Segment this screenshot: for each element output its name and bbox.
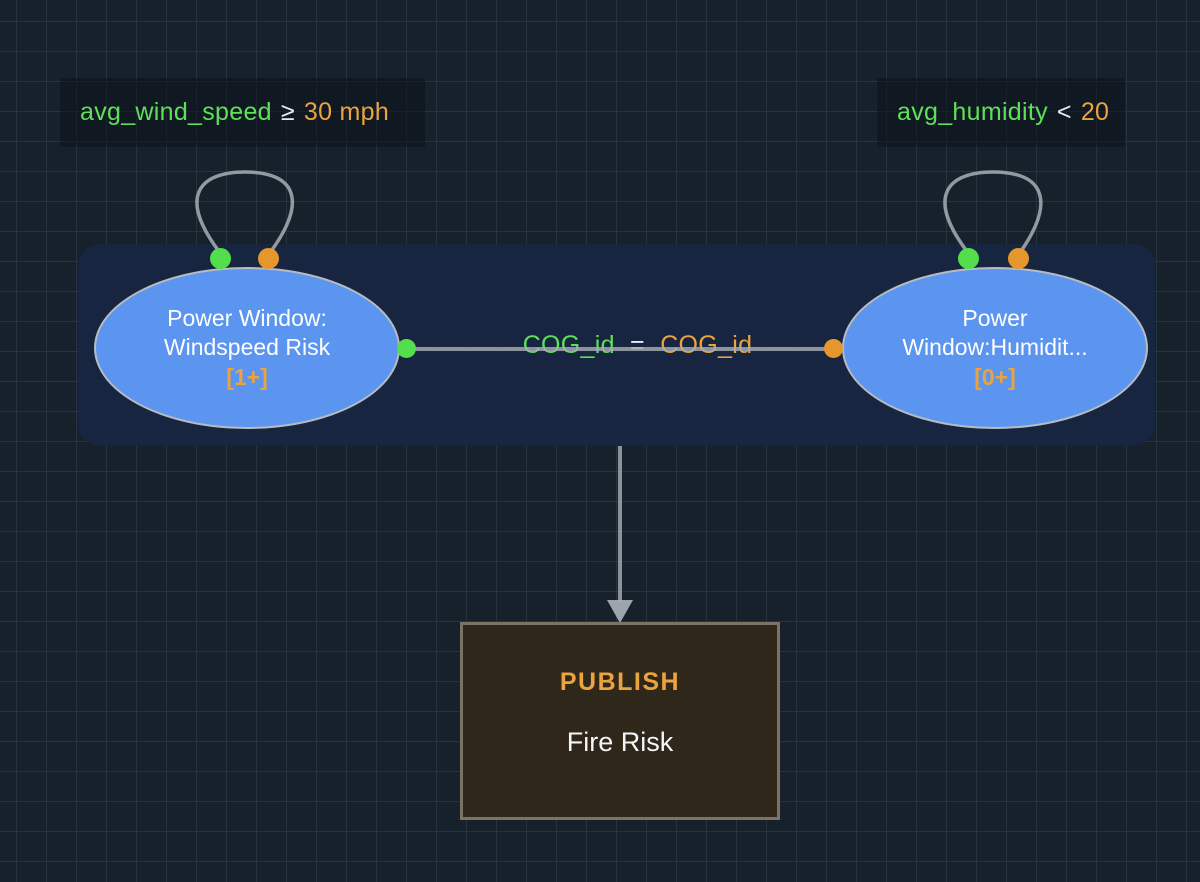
self-loop-humidity[interactable] [943, 170, 1043, 256]
port-humidity-join[interactable] [824, 339, 843, 358]
condition-label-windspeed[interactable]: avg_wind_speed ≥ 30 mph [60, 78, 425, 147]
node-title-line1: Power [962, 304, 1028, 331]
publish-topic-label: Fire Risk [566, 727, 674, 757]
condition-field: avg_wind_speed [80, 98, 272, 126]
node-title-line1: Power Window: [167, 304, 327, 331]
node-cardinality: [1+] [226, 363, 268, 390]
condition-value: 20 [1080, 98, 1110, 126]
port-windspeed-loop-in[interactable] [258, 248, 279, 269]
join-condition-label[interactable]: COG_id = COG_id [505, 331, 770, 360]
port-windspeed-loop-out[interactable] [210, 248, 231, 269]
join-operator: = [630, 331, 645, 359]
condition-label-humidity[interactable]: avg_humidity < 20 [877, 78, 1125, 147]
publish-edge-arrowhead [607, 600, 633, 623]
node-cardinality: [0+] [974, 363, 1016, 390]
node-title-line2: Window:Humidit... [902, 334, 1088, 361]
node-title-line2: Windspeed Risk [163, 334, 331, 361]
condition-operator: < [1056, 98, 1072, 126]
join-left-key: COG_id [522, 331, 615, 359]
condition-value: 30 mph [303, 98, 390, 126]
port-humidity-loop-out[interactable] [958, 248, 979, 269]
publish-action-label: PUBLISH [559, 668, 681, 696]
join-right-key: COG_id [660, 331, 753, 359]
condition-operator: ≥ [280, 98, 295, 126]
port-humidity-loop-in[interactable] [1008, 248, 1029, 269]
condition-field: avg_humidity [897, 98, 1048, 126]
node-windspeed[interactable]: Power Window: Windspeed Risk [1+] [94, 267, 400, 429]
self-loop-windspeed[interactable] [195, 170, 295, 256]
node-humidity[interactable]: Power Window:Humidit... [0+] [842, 267, 1148, 429]
port-windspeed-join[interactable] [397, 339, 416, 358]
node-publish[interactable]: PUBLISH Fire Risk [460, 622, 780, 820]
